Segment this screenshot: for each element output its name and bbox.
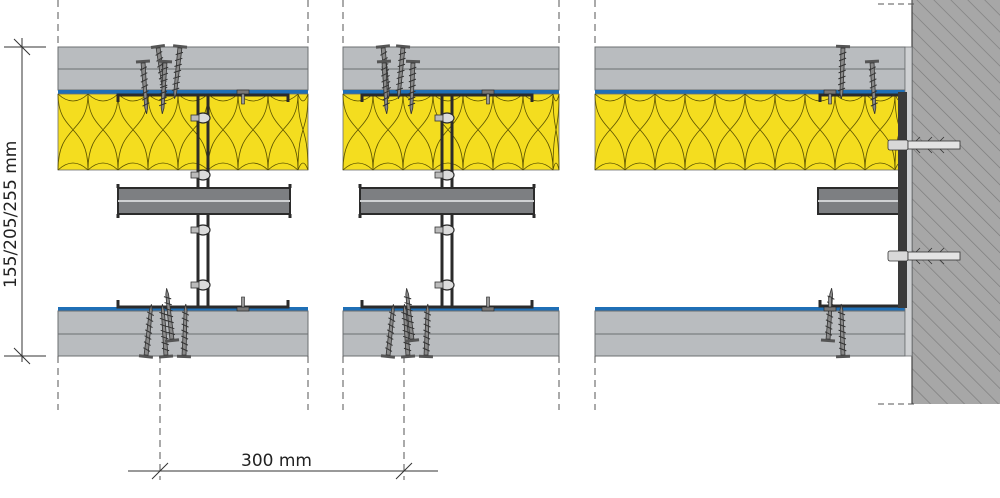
insulation-wave-path [342, 93, 560, 171]
top-board-inner [594, 68, 906, 91]
top-membrane [343, 90, 559, 94]
track-clip [481, 296, 495, 312]
track-clip [823, 89, 837, 105]
dashed-guides [57, 0, 596, 480]
insulation-waves [57, 93, 906, 171]
top-board-inner [342, 68, 560, 91]
track-clip [823, 296, 837, 312]
steel-stud [358, 93, 536, 309]
top-board-outer [594, 46, 906, 70]
bottom-board-inner [594, 310, 906, 335]
bottom-board-outer [594, 333, 906, 357]
screws [135, 43, 883, 359]
panel-group-right [594, 46, 906, 357]
bottom-membrane [595, 307, 905, 311]
spacing-dimension [128, 462, 438, 480]
wall-anchor-icon [887, 247, 961, 265]
top-board-outer [342, 46, 560, 70]
top-board-inner [57, 68, 309, 91]
bottom-membrane [343, 307, 559, 311]
steel-stud [116, 93, 292, 309]
height-dimension-label: 155/205/255 mm [1, 141, 21, 288]
steel-studs [116, 92, 907, 309]
bottom-board-outer [342, 333, 560, 357]
track-clip [236, 296, 250, 312]
insulation-layer [594, 93, 906, 171]
height-dimension [4, 38, 46, 365]
insulation-wave-path [57, 93, 309, 171]
track-clip [481, 89, 495, 105]
top-board-outer [57, 46, 309, 70]
wall-anchor-icon [887, 136, 961, 154]
masonry-wall [878, 0, 1000, 405]
insulation-layer [57, 93, 309, 171]
spacing-dimension-label: 300 mm [241, 451, 312, 471]
top-membrane [58, 90, 308, 94]
end-stud [817, 92, 907, 308]
top-membrane [595, 90, 905, 94]
insulation-wave-path [594, 93, 906, 171]
track-clip [236, 89, 250, 105]
bottom-board-inner [342, 310, 560, 335]
bottom-membrane [58, 307, 308, 311]
